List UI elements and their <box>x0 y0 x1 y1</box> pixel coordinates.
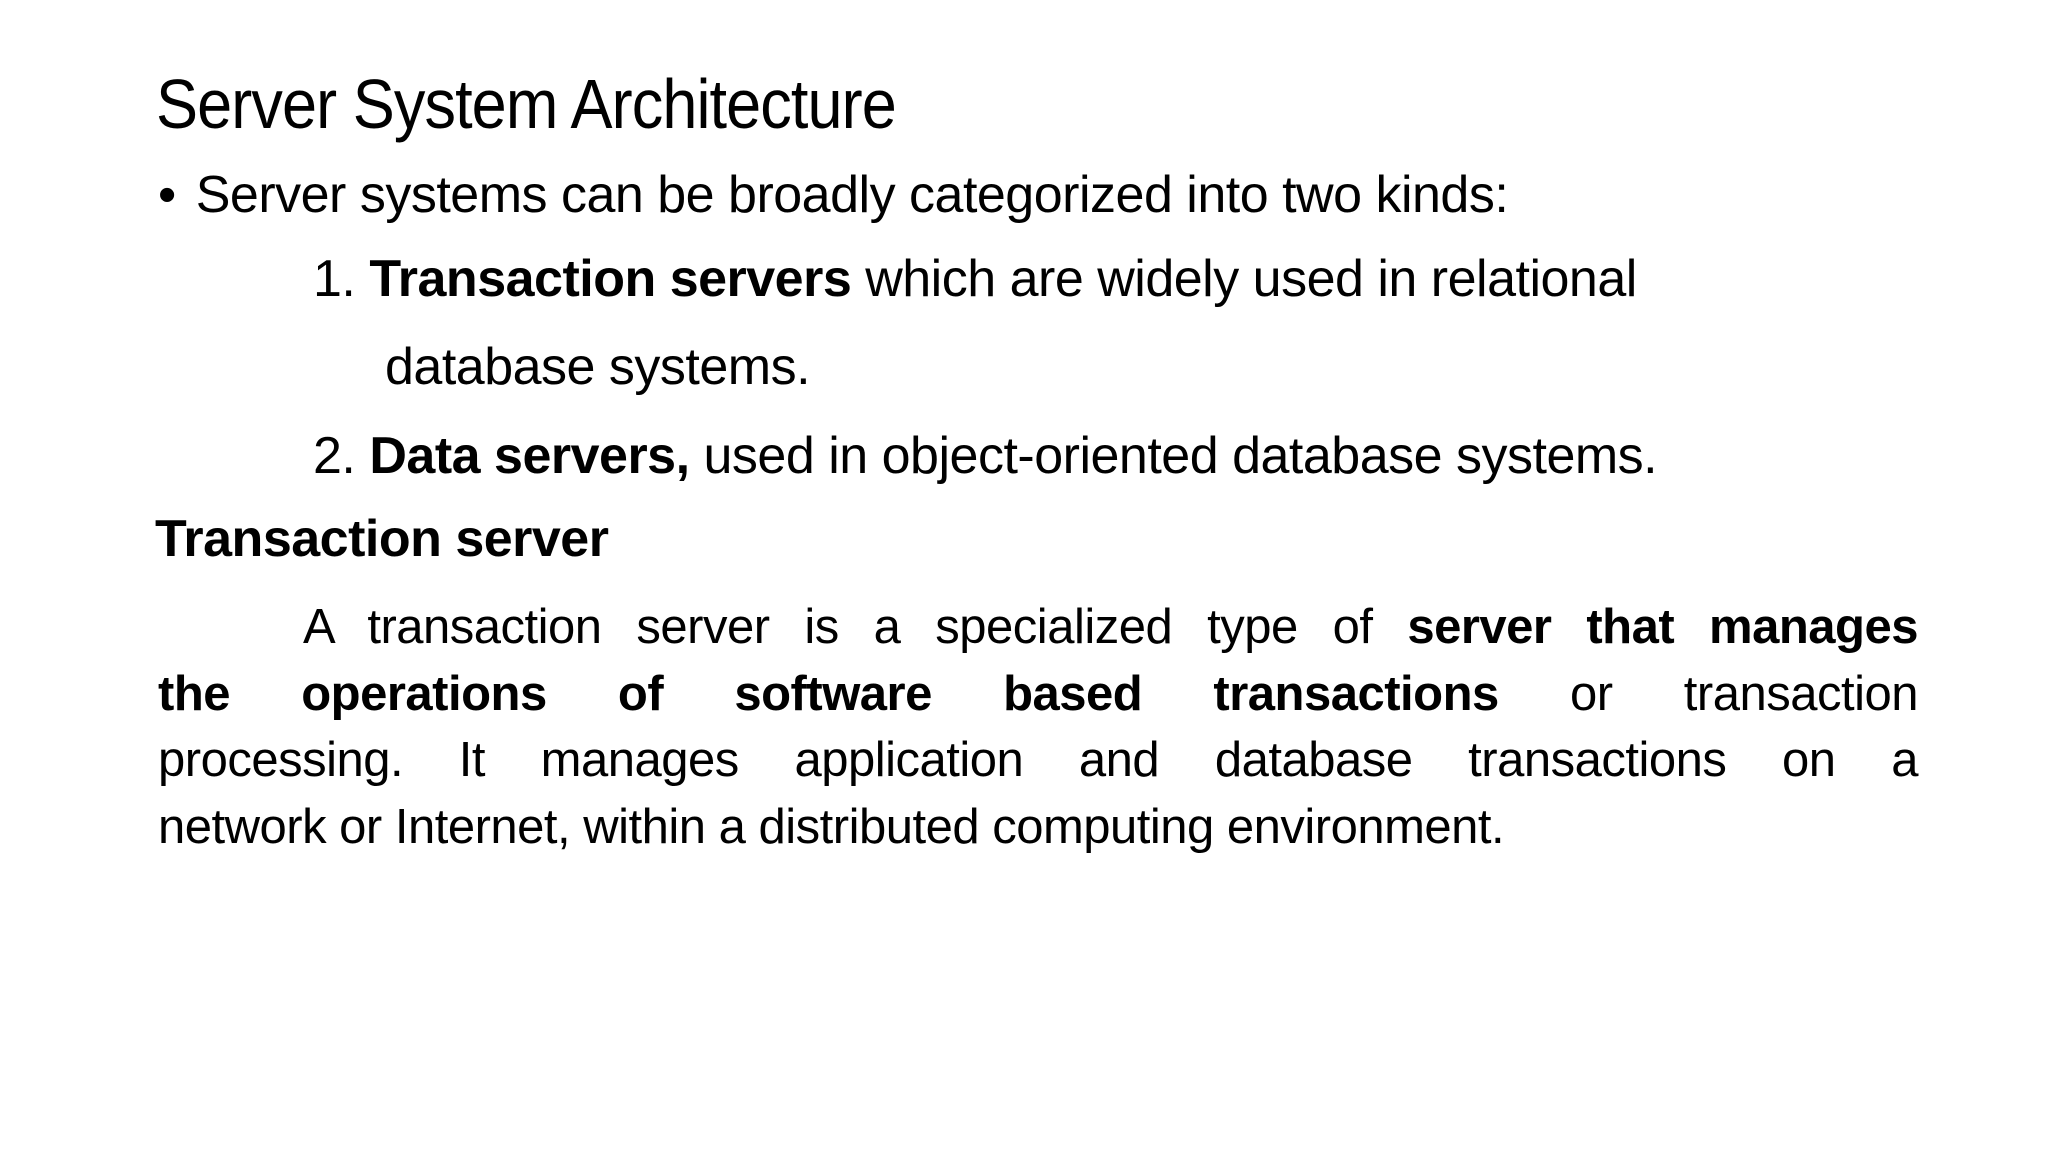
numbered-item-1-continuation: database systems. <box>385 338 811 396</box>
numbered-item-1: 1.Transaction servers which are widely u… <box>313 249 1637 309</box>
slide-title: Server System Architecture <box>156 65 897 143</box>
paragraph-line-2-post: or transaction <box>1498 666 1918 721</box>
bullet-marker: • <box>158 166 176 224</box>
item-2-bold-text: Data servers, <box>369 427 690 485</box>
item-1-rest-text: which are widely used in relational <box>851 250 1637 308</box>
paragraph-block: A transaction server is a specialized ty… <box>158 594 1919 861</box>
paragraph-line-3: processing. It manages application and d… <box>158 727 1919 794</box>
numbered-item-2: 2.Data servers, used in object-oriented … <box>313 426 1658 486</box>
paragraph-line-2: the operations of software based transac… <box>158 661 1918 728</box>
paragraph-line-2-bold: the operations of software based transac… <box>158 666 1499 721</box>
paragraph-line-4-text: network or Internet, within a distribute… <box>158 799 1505 854</box>
item-2-rest-text: used in object-oriented database systems… <box>689 427 1658 485</box>
paragraph-line-1-bold: server that manages <box>1407 600 1918 654</box>
paragraph-line-3-text: processing. It manages application and d… <box>158 733 1919 787</box>
paragraph-line-4: network or Internet, within a distribute… <box>158 794 1918 861</box>
item-1-number: 1. <box>313 250 356 308</box>
paragraph-line-1-pre: A transaction server is a specialized ty… <box>303 600 1408 654</box>
paragraph-line-1: A transaction server is a specialized ty… <box>158 594 1918 661</box>
item-2-number: 2. <box>313 427 356 485</box>
section-heading: Transaction server <box>155 510 609 568</box>
bullet-item: • Server systems can be broadly categoriz… <box>158 165 1509 225</box>
bullet-text: Server systems can be broadly categorize… <box>195 166 1509 224</box>
item-1-bold-text: Transaction servers <box>369 250 852 308</box>
